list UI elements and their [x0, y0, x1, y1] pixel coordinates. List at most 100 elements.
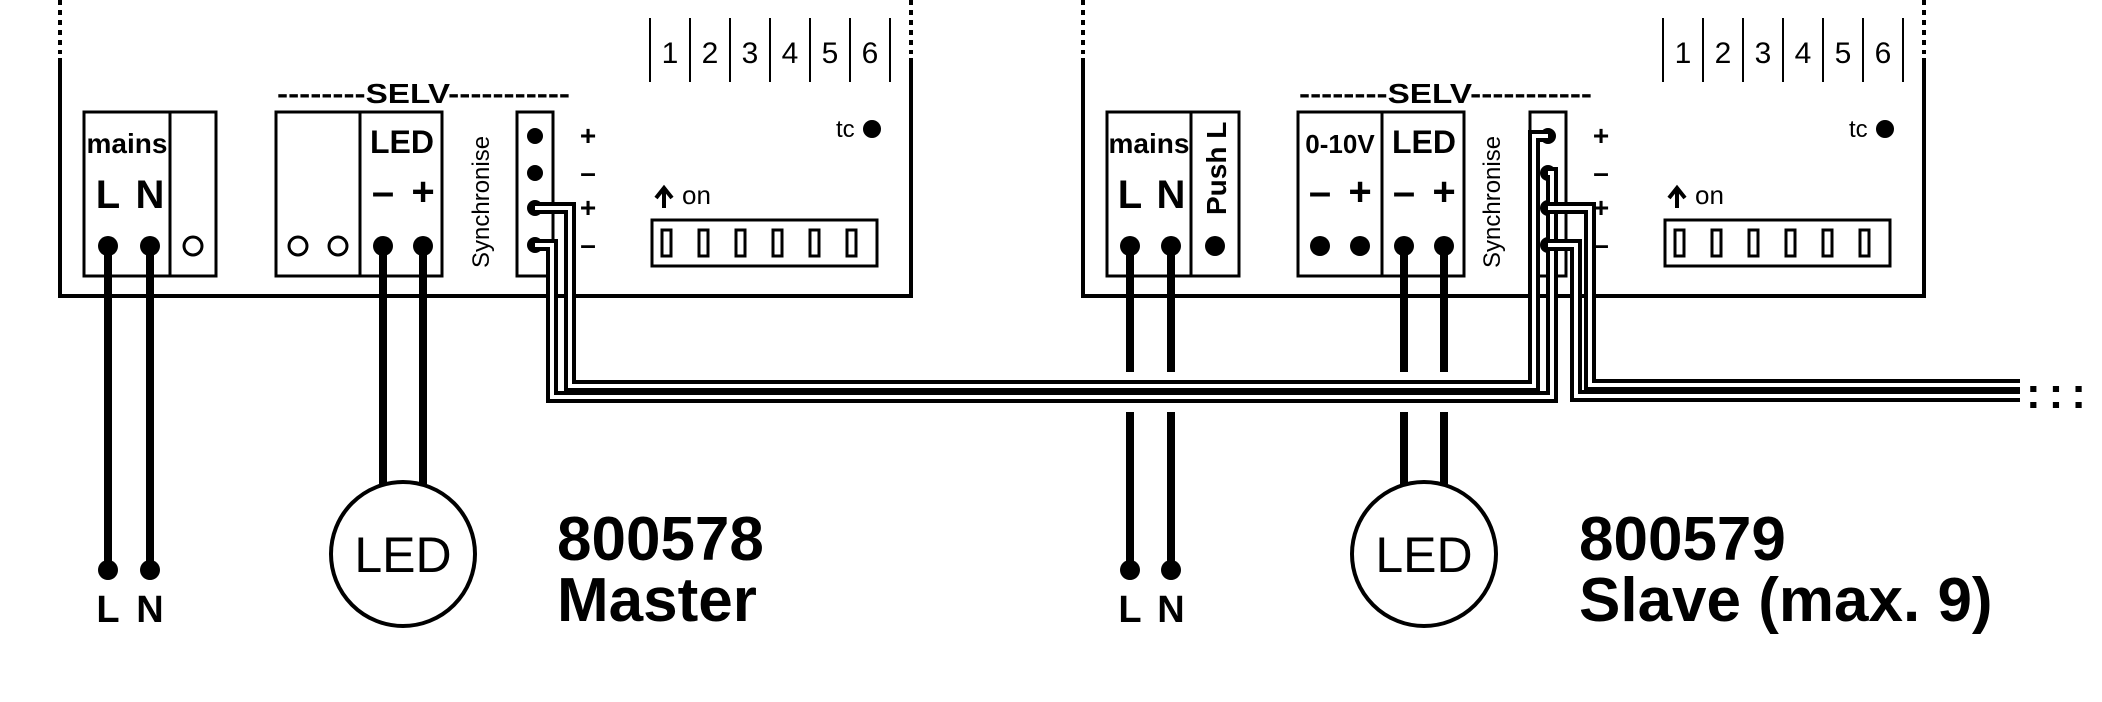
- slave-mains-label: mains: [1109, 128, 1190, 159]
- master-mains-wires: L N: [96, 246, 164, 631]
- master-dip-number-4: 4: [782, 37, 799, 70]
- master-code: 800578: [557, 505, 764, 574]
- master-dip-switch-6[interactable]: [845, 228, 858, 258]
- slave-selv-label: --------SELV-----------: [1299, 78, 1592, 109]
- master-terminal-L: L: [96, 173, 120, 217]
- master-sync-sign-2: –: [580, 157, 596, 188]
- slave-sync-sign-2: –: [1593, 157, 1609, 188]
- master-sync-terminal: Synchronise + – + –: [468, 110, 596, 278]
- slave-lamp-label: LED: [1375, 527, 1472, 583]
- master-led-plus: +: [411, 170, 434, 214]
- master-housing: [58, 58, 913, 298]
- slave-dip-number-4: 4: [1795, 37, 1812, 70]
- slave-unit: mains L N Push L --------SELV-----------…: [1081, 0, 1926, 298]
- slave-push-screw[interactable]: [1205, 236, 1225, 256]
- master-supply-L-point: [98, 560, 118, 580]
- master-terminal-unused-screw[interactable]: [182, 235, 204, 257]
- slave-terminal-N: N: [1157, 173, 1186, 217]
- slave-dip-number-3: 3: [1755, 37, 1772, 70]
- slave-code: 800579: [1579, 505, 1786, 574]
- master-empty-screw-2[interactable]: [327, 235, 349, 257]
- master-dip-number-6: 6: [862, 37, 879, 70]
- slave-led-wires: [1400, 246, 1448, 484]
- master-unit: mains L N --------SELV----------- LED – …: [58, 0, 913, 298]
- slave-mains-wires: [1126, 246, 1175, 570]
- slave-dip-number-2: 2: [1715, 37, 1732, 70]
- slave-dip-number-1: 1: [1675, 37, 1692, 70]
- slave-dip-number-6: 6: [1875, 37, 1892, 70]
- master-tc-label: tc: [836, 116, 855, 143]
- slave-on-label: on: [1695, 180, 1724, 210]
- master-mains-label: mains: [87, 128, 168, 159]
- master-empty-screw-1[interactable]: [287, 235, 309, 257]
- slave-dip-switch-5[interactable]: [1821, 228, 1834, 258]
- slave-role: Slave (max. 9): [1579, 566, 1993, 635]
- slave-dim-plus-screw[interactable]: [1350, 236, 1370, 256]
- slave-sync-terminal: Synchronise + – + –: [1479, 110, 1609, 278]
- master-led-lamp: LED: [329, 480, 477, 628]
- slave-dip-number-5: 5: [1835, 37, 1852, 70]
- slave-sync-sign-3: +: [1593, 192, 1609, 223]
- master-dip-number-3: 3: [742, 37, 759, 70]
- slave-push-label: Push L: [1201, 122, 1232, 215]
- slave-led-plus: +: [1432, 170, 1455, 214]
- slave-dim-label: 0-10V: [1305, 129, 1375, 159]
- master-sync-label: Synchronise: [468, 136, 495, 268]
- sync-bus-master-to-slave: [535, 130, 1558, 403]
- master-selv-label: --------SELV-----------: [277, 78, 570, 109]
- master-led-minus: –: [372, 170, 394, 214]
- slave-tc-label: tc: [1849, 116, 1868, 143]
- master-mains-terminal: mains L N: [82, 110, 218, 278]
- sync-bus-slave-to-next: [1548, 202, 2020, 402]
- master-dip-switch-5[interactable]: [808, 228, 821, 258]
- master-lamp-label: LED: [354, 527, 451, 583]
- slave-supply-L-point: [1120, 560, 1140, 580]
- master-dip-switch-2[interactable]: [697, 228, 710, 258]
- master-sync-sign-4: –: [580, 229, 596, 260]
- master-dip-switch-1[interactable]: [660, 228, 673, 258]
- master-sync-sign-1: +: [580, 120, 596, 151]
- master-dip-switch-3[interactable]: [734, 228, 747, 258]
- master-supply-N: N: [136, 589, 163, 631]
- slave-supply-L: L: [1118, 589, 1141, 631]
- slave-led-terminal-label: LED: [1392, 124, 1456, 160]
- slave-dip-switch-6[interactable]: [1858, 228, 1871, 258]
- slave-led-minus: –: [1393, 170, 1415, 214]
- slave-tc-point[interactable]: [1876, 120, 1894, 138]
- master-dip-number-2: 2: [702, 37, 719, 70]
- slave-dip-numbers: 1 2 3 4 5 6: [1662, 18, 1904, 82]
- slave-dim-minus: –: [1309, 170, 1331, 214]
- master-supply-N-point: [140, 560, 160, 580]
- master-led-terminal: LED – +: [274, 110, 444, 278]
- continuation-dots: :::: [2026, 369, 2094, 418]
- master-terminal-N: N: [136, 173, 165, 217]
- slave-sync-label: Synchronise: [1479, 136, 1506, 268]
- master-on-label: on: [682, 180, 711, 210]
- master-role: Master: [557, 566, 757, 635]
- master-dip-switch-block: [650, 218, 879, 268]
- master-dip-number-5: 5: [822, 37, 839, 70]
- slave-supply-N-point: [1161, 560, 1181, 580]
- slave-housing: [1081, 58, 1926, 298]
- master-sync-screw-2[interactable]: [527, 165, 543, 181]
- master-sync-screw-1[interactable]: [527, 128, 543, 144]
- master-dip-switch-4[interactable]: [771, 228, 784, 258]
- slave-dip-switch-4[interactable]: [1784, 228, 1797, 258]
- master-led-wires: [379, 246, 427, 484]
- slave-dim-minus-screw[interactable]: [1310, 236, 1330, 256]
- master-dip-number-1: 1: [662, 37, 679, 70]
- on-arrow-icon: [1667, 184, 1687, 208]
- slave-supply-N: N: [1157, 589, 1184, 631]
- slave-dim-led-terminal: 0-10V LED – + – +: [1296, 110, 1466, 278]
- master-sync-sign-3: +: [580, 192, 596, 223]
- master-tc-point[interactable]: [863, 120, 881, 138]
- master-dip-numbers: 1 2 3 4 5 6: [649, 18, 891, 82]
- on-arrow-icon: [654, 184, 674, 208]
- slave-dip-switch-2[interactable]: [1710, 228, 1723, 258]
- master-led-terminal-label: LED: [370, 124, 434, 160]
- slave-dip-switch-1[interactable]: [1673, 228, 1686, 258]
- slave-sync-sign-4: –: [1593, 229, 1609, 260]
- slave-dim-plus: +: [1348, 170, 1371, 214]
- slave-dip-switch-3[interactable]: [1747, 228, 1760, 258]
